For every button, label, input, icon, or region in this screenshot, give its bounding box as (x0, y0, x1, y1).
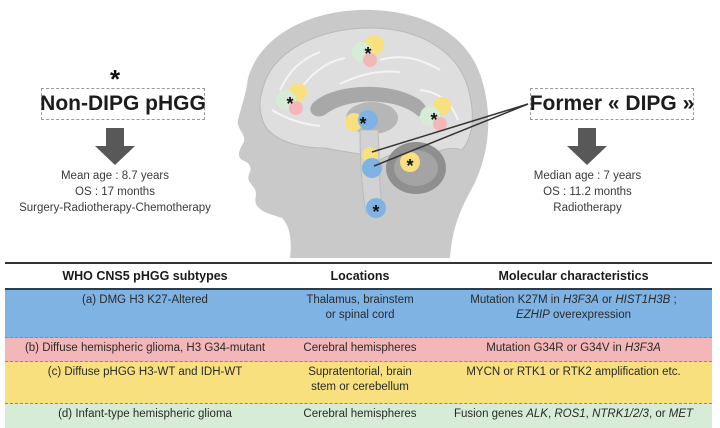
brain-illustration: * * * * * * (95, 9, 607, 258)
dipg-info: Median age : 7 years OS : 11.2 months Ra… (520, 168, 655, 216)
cell-subtype: (d) Infant-type hemispheric glioma (58, 408, 232, 420)
tumor-spinal-cord: * (366, 198, 386, 222)
overall-survival: OS : 17 months (75, 186, 155, 198)
cell-molecular: MYCN or RTK1 or RTK2 amplification etc. (466, 366, 681, 378)
table-row: (c) Diffuse pHGG H3-WT and IDH-WT Suprate… (5, 362, 712, 404)
table-row: (a) DMG H3 K27-Altered Thalamus, brainste… (5, 290, 712, 338)
connector-line (373, 103, 529, 167)
treatment: Radiotherapy (553, 202, 622, 214)
cell-molecular: Mutation G34R or G34V in H3F3A (486, 342, 661, 354)
mean-age: Mean age : 8.7 years (60, 170, 170, 182)
svg-text:*: * (359, 114, 366, 134)
cell-subtype: (b) Diffuse hemispheric glioma, H3 G34-m… (24, 342, 266, 354)
tumor-cluster-frontal: * (276, 83, 307, 115)
cell-subtype: (c) Diffuse pHGG H3-WT and IDH-WT (47, 366, 243, 378)
cell-molecular: Fusion genes ALK, ROS1, NTRK1/2/3, or ME… (453, 408, 694, 420)
table-top-rule (5, 262, 712, 264)
non-dipg-info: Mean age : 8.7 years OS : 17 months Surg… (0, 168, 230, 216)
svg-text:*: * (364, 44, 371, 64)
header-locations: Locations (330, 269, 390, 283)
corpus-callosum (310, 86, 427, 117)
cell-molecular: Mutation K27M in H3F3A or HIST1H3B ;EZHI… (470, 294, 677, 321)
cell-subtype: (a) DMG H3 K27-Altered (82, 294, 208, 306)
down-arrow-right (567, 128, 607, 165)
connector-line (371, 103, 529, 153)
cell-locations: Cerebral hemispheres (303, 408, 417, 420)
median-age: Median age : 7 years (533, 170, 642, 182)
tumor-cluster-occipital: * (420, 97, 451, 131)
non-dipg-box: Non-DIPG pHGG (40, 88, 206, 120)
table-row: (d) Infant-type hemispheric glioma Cerebr… (5, 404, 712, 428)
former-dipg-box: Former « DIPG » (530, 88, 694, 120)
header-subtypes: WHO CNS5 pHGG subtypes (62, 269, 228, 283)
tumor-cluster-parietal: * (352, 35, 384, 67)
cell-locations: Cerebral hemispheres (303, 342, 417, 354)
tumor-cerebellum: * (400, 152, 420, 176)
treatment: Surgery-Radiotherapy-Chemotherapy (19, 202, 211, 214)
table-row: (b) Diffuse hemispheric glioma, H3 G34-m… (5, 338, 712, 362)
table-header: WHO CNS5 pHGG subtypes Locations Molecul… (5, 264, 712, 290)
svg-text:*: * (430, 110, 437, 130)
svg-text:*: * (286, 94, 293, 114)
down-arrow-left (95, 128, 135, 165)
header-molecular: Molecular characteristics (498, 269, 649, 283)
asterisk-marker: * (109, 64, 121, 94)
tumor-cluster-thalamus: * (345, 110, 378, 134)
svg-text:*: * (372, 202, 379, 222)
svg-text:*: * (406, 156, 413, 176)
subtypes-table: WHO CNS5 pHGG subtypes Locations Molecul… (5, 262, 712, 428)
overall-survival: OS : 11.2 months (543, 186, 632, 198)
